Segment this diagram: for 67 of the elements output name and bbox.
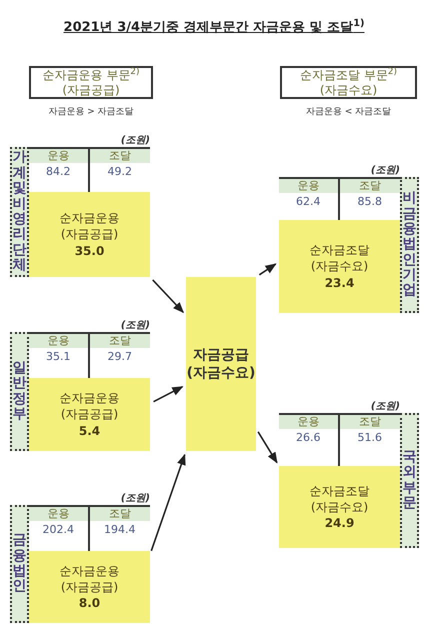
unit-label: (조원) <box>370 164 400 178</box>
column-header: 조달 <box>90 334 150 348</box>
note-text: 자금운용 < 자금조달 <box>304 106 392 119</box>
sector-name: 금융법인 <box>12 533 26 595</box>
heading-text: (자금공급) <box>62 82 120 98</box>
net-fund-box <box>279 466 400 548</box>
fund-text: (자금공급) <box>60 226 118 243</box>
column-header: 운용 <box>29 334 90 348</box>
heading-text: 순자금조달 부문$^{2)}$ <box>300 68 398 82</box>
sector-name-box <box>400 177 419 313</box>
value-cell-text: 29.7 <box>106 349 133 365</box>
sector-name: 비금융법인기업 <box>402 191 416 299</box>
fund-text: 순자금조달 <box>310 482 370 499</box>
column-header: 조달 <box>340 415 400 429</box>
sector-name-box <box>10 147 29 277</box>
net-fund-box <box>29 378 150 451</box>
sector-heading-box <box>29 66 153 99</box>
arrow <box>257 431 278 464</box>
value-cell-text: 194.4 <box>103 522 136 538</box>
value-cell-text: 49.2 <box>106 164 133 180</box>
sector-heading-box <box>280 66 417 99</box>
sector-name-box <box>10 332 29 451</box>
fund-text: (자금수요) <box>310 498 368 516</box>
column-header: 운용 <box>29 507 90 521</box>
sector-name: 일반정부 <box>12 360 26 422</box>
central-fund-box <box>186 277 256 451</box>
sector-name: 가계및비영리단체 <box>12 150 26 274</box>
column-header: 조달 <box>340 179 400 193</box>
unit-label: (조원) <box>120 319 150 333</box>
note-text: 자금운용 > 자금조달 <box>47 106 135 119</box>
fund-text: (자금공급) <box>60 406 118 423</box>
fund-text: 35.0 <box>74 242 104 259</box>
sector-name-box <box>10 505 29 623</box>
column-header: 조달 <box>90 507 150 521</box>
value-cell-text: 51.6 <box>356 430 383 446</box>
net-fund-box <box>279 220 400 313</box>
arrow <box>152 279 184 314</box>
fund-text: 23.4 <box>324 274 354 291</box>
fund-text: (자금수요) <box>186 364 256 382</box>
fund-text: 순자금조달 <box>310 242 370 258</box>
sector-name: 국외부문 <box>402 450 416 512</box>
sector-name-box <box>400 413 419 548</box>
fund-text: 8.0 <box>78 595 100 612</box>
arrow <box>258 263 277 276</box>
diagram-title: 2021년 3/4분기중 경제부문간 자금운용 및 조달$^{1)}$ <box>62 18 366 37</box>
column-header: 운용 <box>29 149 90 163</box>
heading-text: 순자금운용 부문$^{2)}$ <box>42 68 140 82</box>
fund-text: 자금공급 <box>193 346 249 364</box>
column-header: 운용 <box>279 179 340 193</box>
heading-text: (자금수요) <box>320 82 378 98</box>
unit-label: (조원) <box>370 400 400 414</box>
fund-text: (자금수요) <box>310 258 368 275</box>
fund-text: 5.4 <box>78 422 100 439</box>
fund-text: (자금공급) <box>60 578 118 596</box>
net-fund-box <box>29 551 150 623</box>
column-header: 운용 <box>279 415 340 429</box>
value-cell-text: 85.8 <box>356 194 383 210</box>
fund-text: 순자금운용 <box>60 390 120 406</box>
unit-label: (조원) <box>120 134 150 148</box>
column-header: 조달 <box>90 149 150 163</box>
net-fund-box <box>29 192 150 277</box>
arrow <box>150 454 186 552</box>
fund-text: 순자금운용 <box>60 210 120 226</box>
fund-text: 순자금운용 <box>60 562 120 579</box>
arrow <box>153 386 184 402</box>
unit-label: (조원) <box>120 492 150 506</box>
fund-text: 24.9 <box>324 515 354 532</box>
